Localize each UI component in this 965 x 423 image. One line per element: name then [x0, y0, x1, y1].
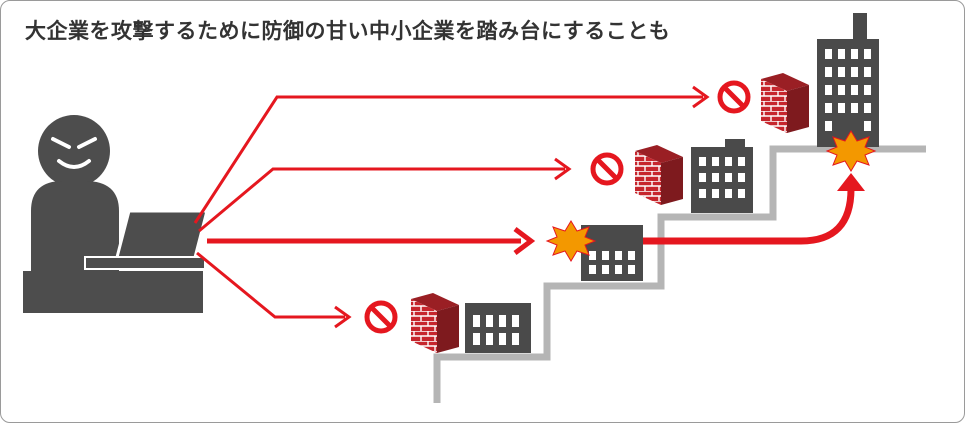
firewall-icon — [761, 73, 809, 133]
pivot-arrow — [611, 188, 855, 245]
hacker-icon — [23, 115, 203, 313]
arrow-to-company-1 — [196, 251, 345, 319]
building-icon-company-1 — [465, 303, 531, 353]
arrow-to-large-enterprise — [193, 95, 703, 224]
prohibited-icon — [590, 152, 624, 186]
explosion-icon — [825, 130, 877, 172]
prohibited-icon — [717, 80, 751, 114]
building-icon-large-enterprise — [817, 13, 879, 147]
laptop-icon — [84, 209, 209, 270]
building-icon-company-3 — [691, 139, 753, 213]
firewall-icon — [411, 293, 459, 353]
firewall-icon — [635, 145, 683, 205]
explosion-icon — [545, 220, 597, 262]
stairs — [433, 145, 926, 403]
building-icon-company-2 — [581, 225, 643, 281]
diagram-caption: 大企業を攻撃するために防御の甘い中小企業を踏み台にすることも — [25, 19, 671, 43]
arrow-to-company-3 — [198, 167, 565, 233]
attack-arrows — [193, 85, 710, 329]
prohibited-icon — [364, 300, 398, 334]
